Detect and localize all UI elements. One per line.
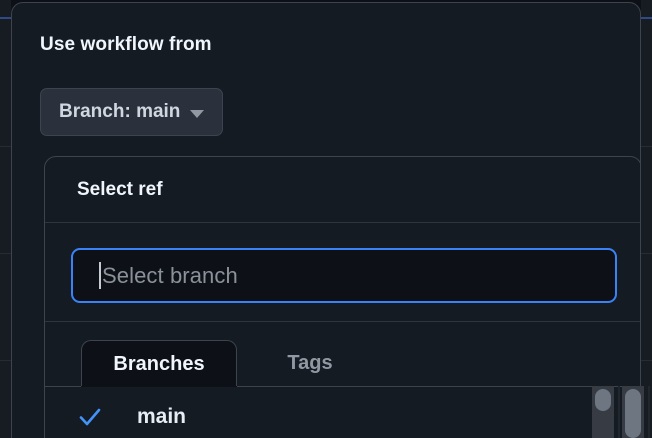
background-divider — [0, 360, 11, 361]
chevron-down-icon — [190, 109, 205, 118]
background-divider — [0, 146, 11, 147]
use-workflow-from-panel: Use workflow from Branch: main Select re… — [11, 2, 641, 438]
select-ref-dialog: Select ref Select branch Branches Tags — [44, 156, 640, 438]
ref-list: main — [45, 387, 640, 438]
tab-branches-label: Branches — [113, 352, 205, 375]
select-branch-placeholder: Select branch — [102, 262, 238, 288]
page-scrollbar[interactable] — [622, 386, 644, 438]
dialog-tablist: Branches Tags — [45, 322, 640, 387]
tab-tags-label: Tags — [287, 352, 333, 374]
tablist-underline — [45, 386, 640, 387]
background-accent-line — [641, 17, 652, 19]
scrollbar-seam — [618, 386, 620, 438]
list-item-label: main — [137, 405, 187, 428]
list-scrollbar-thumb[interactable] — [595, 389, 611, 411]
background-divider — [641, 253, 652, 254]
dialog-search-area: Select branch — [45, 223, 640, 322]
background-divider — [641, 146, 652, 147]
branch-selector-button[interactable]: Branch: main — [40, 88, 224, 136]
dialog-title: Select ref — [77, 179, 163, 200]
background-divider — [641, 360, 652, 361]
scrollbar-cluster[interactable] — [584, 386, 652, 438]
tab-branches[interactable]: Branches — [81, 340, 237, 387]
active-tab-underline-gap — [81, 386, 237, 387]
list-item[interactable]: main — [45, 387, 640, 438]
background-page-right-strip — [641, 0, 652, 438]
select-branch-input[interactable]: Select branch — [71, 248, 617, 303]
page-scrollbar-thumb[interactable] — [625, 389, 641, 438]
dialog-header: Select ref — [45, 157, 640, 223]
list-scrollbar[interactable] — [592, 386, 614, 438]
text-caret — [99, 262, 101, 289]
background-accent-line — [0, 17, 11, 19]
check-icon — [77, 404, 103, 430]
background-divider — [0, 253, 11, 254]
branch-selector-label: Branch: main — [59, 101, 181, 122]
tab-tags[interactable]: Tags — [255, 340, 365, 387]
page-title: Use workflow from — [40, 34, 212, 55]
background-page-left-strip — [0, 0, 11, 438]
scrollbar-seam — [648, 386, 650, 438]
